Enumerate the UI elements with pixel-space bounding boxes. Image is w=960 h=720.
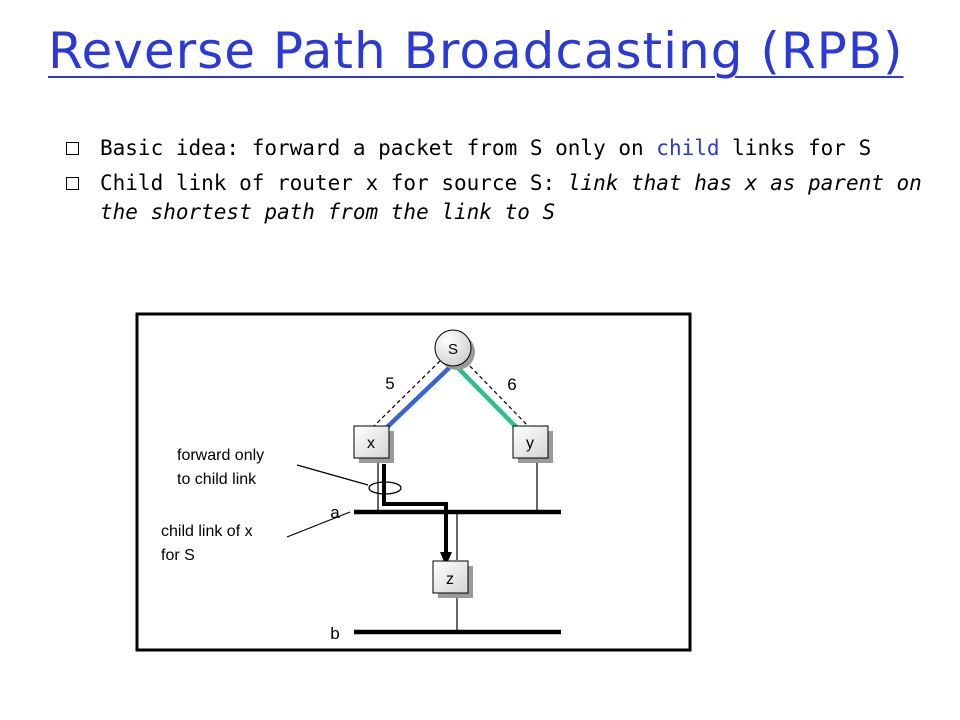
forward-callout-line [296,464,369,486]
node-y-label: y [526,435,534,452]
bullet-text: Basic idea: forward a packet from S only… [100,136,657,160]
node-z-label: z [446,571,454,588]
bullet-list: Basic idea: forward a packet from S only… [66,134,946,233]
weight-s-y: 6 [507,375,516,394]
slide-title: Reverse Path Broadcasting (RPB) [48,22,904,80]
diagram-frame [135,312,692,652]
node-z [432,560,469,594]
link-s-y-dashed [464,360,531,429]
bullet-item-basic-idea: Basic idea: forward a packet from S only… [66,134,946,163]
forward-annotation-line2: to child link [177,471,257,488]
bullet-text: Child link of router x for source S: [100,171,568,195]
definition-text: link that has x as parent on the shortes… [100,171,922,224]
lan-b-label: b [330,624,339,643]
square-bullet-icon [66,142,79,155]
bullet-item-child-link: Child link of router x for source S: lin… [66,169,946,227]
weight-s-x: 5 [385,374,394,393]
child-link-marker [368,481,402,495]
forward-annotation-line1: forward only [177,447,264,464]
highlight-word: child [656,136,720,160]
child-callout-line [286,511,351,538]
forwarding-path [382,464,448,558]
path-s-to-y [455,365,523,434]
path-s-to-x [380,365,452,434]
child-annotation-line2: for S [161,547,195,564]
bullet-text-end: links for S [719,136,872,160]
node-y [512,425,549,459]
node-x-label: x [367,435,375,452]
square-bullet-icon [66,177,79,190]
child-annotation-line1: child link of x [161,523,253,540]
lan-a-label: a [330,503,340,522]
forwarding-arrowhead [440,552,452,566]
link-s-x-dashed [371,360,441,429]
node-s-label: S [448,341,458,358]
node-s [434,329,472,367]
node-x [353,425,390,459]
